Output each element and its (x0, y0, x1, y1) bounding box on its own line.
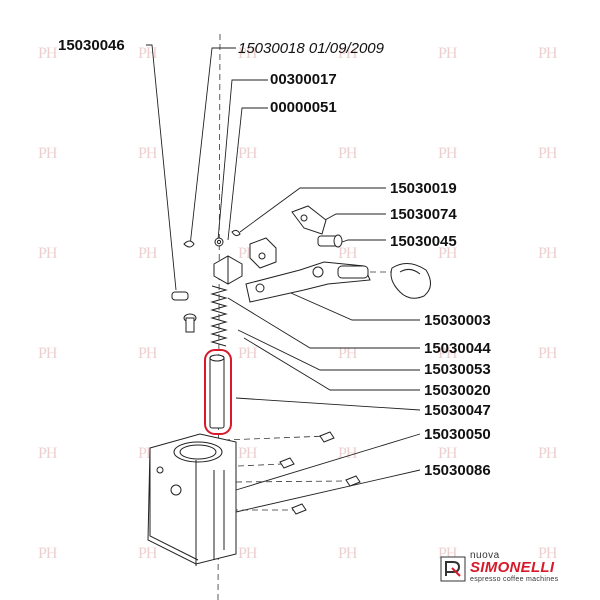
watermark-mark: PH (538, 245, 557, 262)
watermark-mark: PH (238, 345, 257, 362)
watermark-mark: PH (238, 45, 257, 62)
watermark-mark: PH (138, 345, 157, 362)
lever-arm (245, 261, 371, 303)
part-label-15030020: 15030020 (424, 382, 491, 399)
part-label-15030074: 15030074 (390, 206, 457, 223)
part-label-15030046: 15030046 (58, 37, 125, 54)
watermark-mark: PH (38, 45, 57, 62)
leader-15030019 (239, 187, 386, 233)
watermark-mark: PH (438, 45, 457, 62)
part-label-15030044: 15030044 (424, 340, 491, 357)
leader-15030050 (235, 433, 421, 491)
handle (390, 263, 431, 299)
leader-15030046 (146, 44, 177, 291)
assembly-lines (217, 33, 392, 600)
part-label-15030045: 15030045 (390, 233, 457, 250)
watermark-mark: PH (438, 345, 457, 362)
part-label-15030053: 15030053 (424, 361, 491, 378)
watermark-mark: PH (338, 545, 357, 562)
watermark-mark: PH (538, 145, 557, 162)
watermark-mark: PH (438, 145, 457, 162)
rod-highlight (204, 349, 232, 435)
leader-15030053 (237, 329, 420, 371)
leader-lines (146, 44, 421, 513)
watermark-mark: PH (338, 145, 357, 162)
leader-15030003 (265, 281, 420, 321)
watermark-mark: PH (38, 545, 57, 562)
leader-15030047 (235, 397, 421, 411)
watermark-mark: PH (38, 245, 57, 262)
part-label-00300017: 00300017 (270, 71, 337, 88)
logo-brand: SIMONELLI (470, 559, 555, 576)
leader-15030020 (243, 337, 420, 391)
simonelli-logo: nuova SIMONELLI espresso coffee machines (440, 550, 590, 586)
watermark-mark: PH (338, 245, 357, 262)
watermark-mark: PH (38, 145, 57, 162)
drawing-reference: 15030018 01/09/2009 (238, 40, 384, 57)
screws (171, 291, 361, 515)
watermark-mark: PH (438, 445, 457, 462)
logo-tagline: espresso coffee machines (470, 576, 559, 583)
leader-15030018 (189, 47, 236, 247)
watermark-mark: PH (238, 545, 257, 562)
part-label-15030086: 15030086 (424, 462, 491, 479)
spring (210, 285, 228, 347)
leader-00300017 (217, 79, 268, 241)
watermark-mark: PH (538, 445, 557, 462)
bolt (317, 234, 343, 248)
rod (209, 354, 225, 429)
watermark-mark: PH (138, 245, 157, 262)
part-label-15030047: 15030047 (424, 402, 491, 419)
leader-00000051 (227, 107, 268, 241)
watermark-mark: PH (538, 45, 557, 62)
watermark-mark: PH (238, 445, 257, 462)
logo-prefix: nuova (470, 550, 500, 561)
link-plates (249, 205, 327, 269)
leader-15030086 (235, 469, 421, 513)
leader-15030045 (341, 239, 386, 243)
watermark-mark: PH (338, 345, 357, 362)
part-label-15030019: 15030019 (390, 180, 457, 197)
leader-15030044 (227, 297, 420, 349)
watermark-mark: PH (38, 445, 57, 462)
part-label-15030003: 15030003 (424, 312, 491, 329)
watermark-mark: PH (538, 345, 557, 362)
logo-mark-icon (440, 556, 466, 582)
watermark-mark: PH (438, 245, 457, 262)
watermark-mark: PH (138, 545, 157, 562)
watermark-mark: PH (138, 145, 157, 162)
top-hardware (183, 229, 243, 285)
body-casting (147, 433, 237, 566)
watermark-mark: PH (538, 545, 557, 562)
part-label-15030050: 15030050 (424, 426, 491, 443)
part-label-00000051: 00000051 (270, 99, 337, 116)
watermark-mark: PH (338, 45, 357, 62)
watermark-mark: PH (38, 345, 57, 362)
watermark-mark: PH (238, 145, 257, 162)
